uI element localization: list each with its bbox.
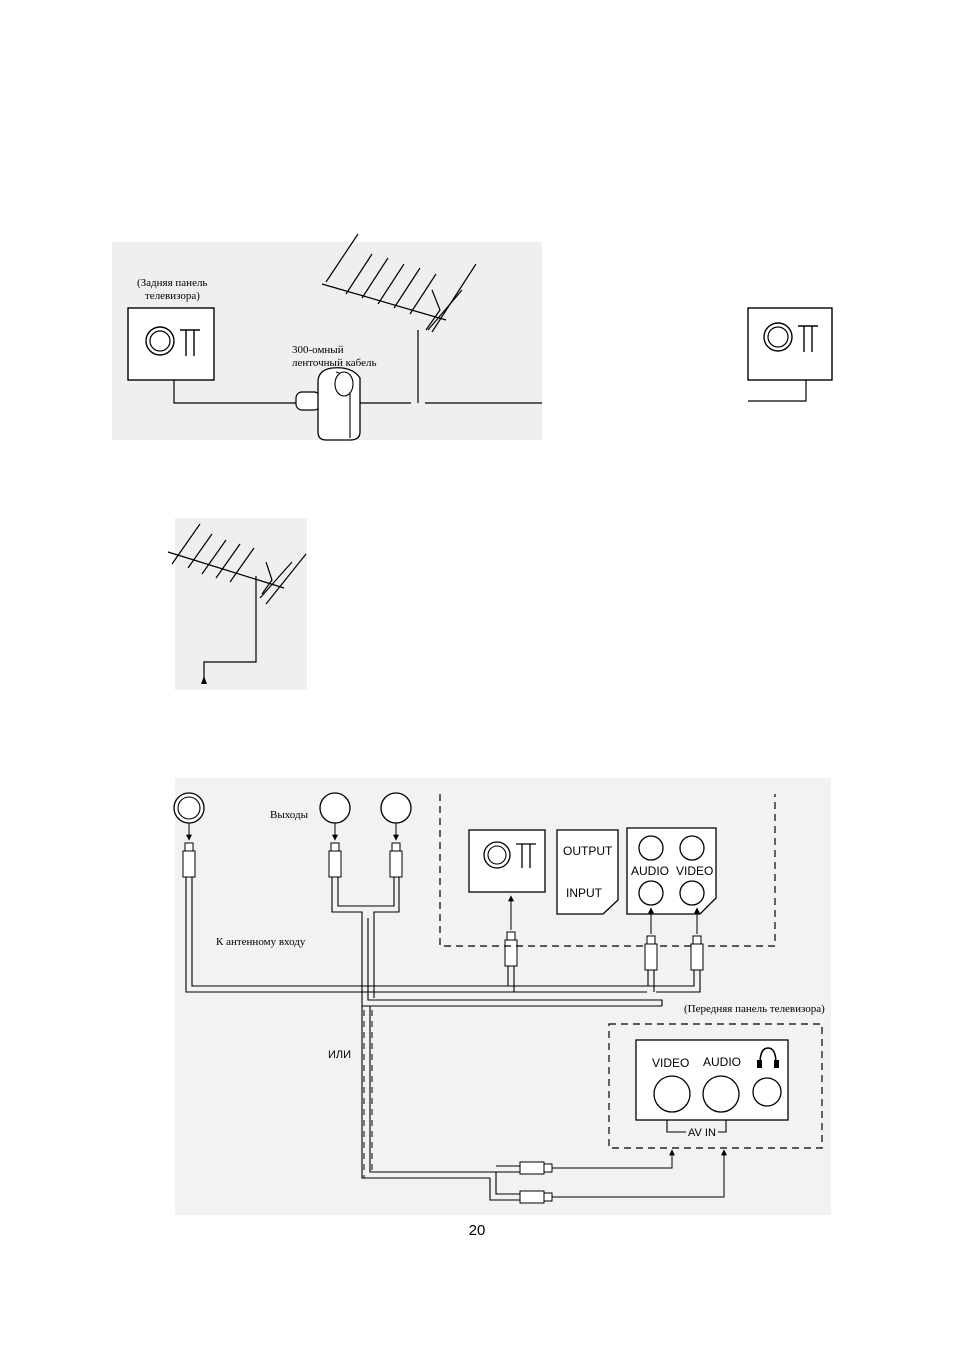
tv-back-label: (Задняя панель <box>137 277 207 289</box>
cable-label: 300-омный <box>292 344 344 356</box>
video-input-jack <box>680 881 704 905</box>
video-output-jack <box>680 836 704 860</box>
figure-3-av-connection: Выходы <box>174 778 831 1215</box>
tv-back-panel <box>128 308 214 380</box>
video-output-socket <box>381 793 411 823</box>
tv-antenna-panel <box>469 830 545 892</box>
audio-label: AUDIO <box>631 864 669 878</box>
front-video-jack <box>654 1076 690 1112</box>
cable-label-2: ленточный кабель <box>292 357 376 369</box>
audio-output-socket <box>320 793 350 823</box>
front-av-panel: VIDEO AUDIO <box>636 1040 788 1120</box>
tv-back-label-2: телевизора) <box>145 290 200 302</box>
front-audio-jack <box>703 1076 739 1112</box>
headphone-jack <box>753 1078 781 1106</box>
tv-front-label: (Передняя панель телевизора) <box>684 1003 825 1015</box>
av-in-label: AV IN <box>688 1127 716 1139</box>
outputs-label: Выходы <box>270 809 309 821</box>
input-label: INPUT <box>566 886 603 900</box>
audio-input-jack <box>639 881 663 905</box>
rf-output-socket <box>174 793 204 823</box>
figure-2-antenna <box>168 518 307 690</box>
figure-1-300ohm-connection: (Задняя панель телевизора) 300-омный лен… <box>112 234 832 440</box>
or-label: ИЛИ <box>328 1049 351 1061</box>
output-input-panel: OUTPUT INPUT <box>557 830 618 914</box>
audio-video-panel: AUDIO VIDEO <box>627 828 716 914</box>
tv-back-panel-right <box>748 308 832 401</box>
page-number: 20 <box>0 1222 954 1239</box>
rca-plug-antenna <box>505 932 517 966</box>
antenna-input-label: К антенному входу <box>216 936 306 948</box>
video-label: VIDEO <box>676 864 713 878</box>
front-video-label: VIDEO <box>652 1056 689 1070</box>
front-audio-label: AUDIO <box>703 1055 741 1069</box>
audio-output-jack <box>639 836 663 860</box>
output-label: OUTPUT <box>563 844 613 858</box>
